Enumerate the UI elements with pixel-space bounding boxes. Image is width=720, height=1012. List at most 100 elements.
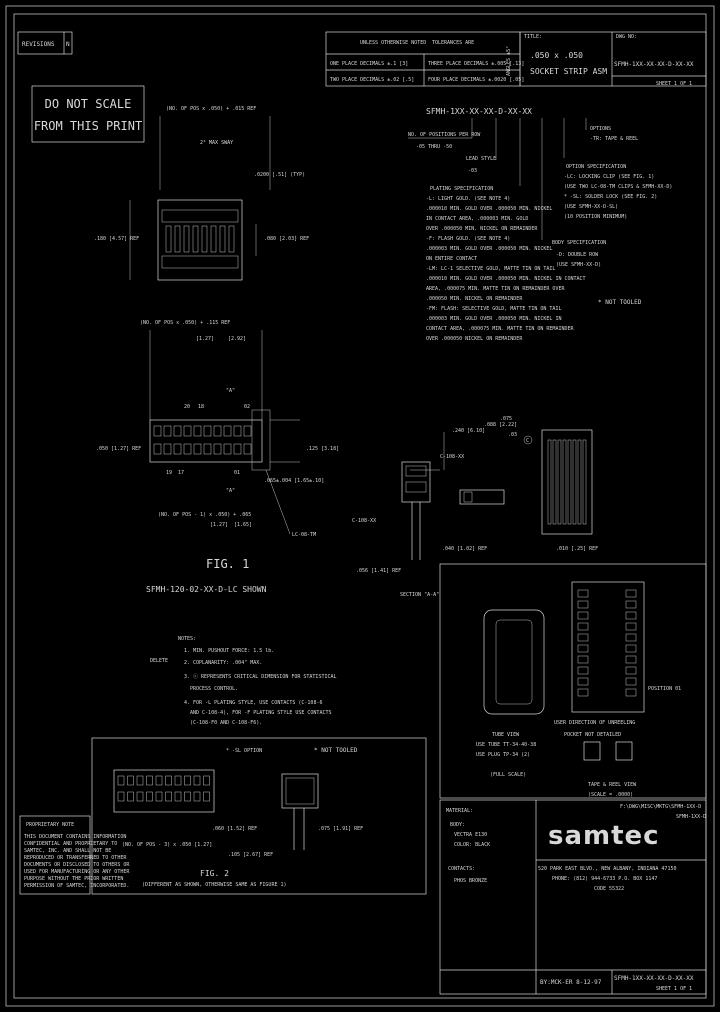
top-view-dim-typ: .0200 [.51] (TYP) — [254, 172, 305, 178]
contact-cell — [153, 425, 162, 437]
front-view-lc: LC-08-TM — [292, 532, 316, 538]
proprietary-line: CONFIDENTIAL AND PROPRIETARY TO — [24, 841, 117, 847]
contact-cell — [223, 443, 232, 455]
contact-cell — [163, 425, 172, 437]
tape-label: TAPE & REEL VIEW — [588, 782, 637, 788]
section-contact1: C-108-XX — [440, 454, 464, 460]
front-pin-02: 02 — [244, 404, 250, 410]
option-spec-line: -LC: LOCKING CLIP (SEE FIG. 1) — [564, 174, 654, 180]
top-view: (NO. OF POS x .050) + .015 REF 2° MAX SW… — [94, 106, 309, 281]
plating-lines: -L: LIGHT GOLD. (SEE NOTE 4).000010 MIN.… — [426, 196, 586, 342]
front-view-dim-125: .125 [3.18] — [306, 446, 339, 452]
section-dim-03: .03 — [508, 432, 517, 438]
tape-pocket — [625, 633, 637, 642]
revisions-block: REVISIONS N — [17, 31, 73, 55]
plating-line: .000003 MIN. GOLD OVER .000050 MIN. NICK… — [426, 246, 552, 252]
side-slot — [562, 439, 567, 525]
top-view-dim-top: (NO. OF POS x .050) + .015 REF — [166, 106, 256, 112]
note-3b: PROCESS CONTROL. — [190, 686, 238, 692]
angles-text: ANGLES ±5° — [506, 46, 512, 76]
fig2-contact — [193, 791, 201, 802]
contact-slot — [192, 225, 199, 253]
fig2-contact — [127, 775, 134, 786]
fig2-dim-060: .060 [1.52] REF — [212, 826, 257, 832]
plating-line: OVER .000050 MIN. NICKEL ON REMAINDER — [426, 226, 538, 232]
section-view: .240 [6.10] .088 [2.22] .075 .03 C C-108… — [352, 416, 598, 598]
side-slot — [547, 439, 552, 525]
top-view-dim-right: .080 [2.03] REF — [264, 236, 309, 242]
tape-pocket — [577, 655, 589, 664]
fig2-not-tooled: * NOT TOOLED — [314, 747, 358, 754]
tolerance-header-left: UNLESS OTHERWISE NOTED — [360, 40, 426, 46]
option-spec-line: * -SL: SOLDER LOCK (SEE FIG. 2) — [564, 194, 657, 200]
material-block: MATERIAL: BODY: VECTRA E130 COLOR: BLACK… — [439, 799, 707, 995]
proprietary-title: PROPRIETARY NOTE — [26, 822, 74, 828]
fig2-contact — [117, 791, 125, 802]
note-4a: 4. FOR -L PLATING STYLE, USE CONTACTS (C… — [184, 700, 322, 706]
contact-cell — [193, 443, 202, 455]
revisions-letter: N — [66, 41, 70, 48]
plating-line: CONTACT AREA, .000075 MIN. MATTE TIN ON … — [426, 326, 574, 332]
fig2-contact — [174, 775, 182, 786]
fig2-contact — [136, 775, 144, 786]
tape-pocket — [577, 688, 589, 697]
contact-slot — [210, 225, 217, 253]
material-contacts: CONTACTS: — [448, 866, 475, 872]
tape-pocket — [625, 677, 637, 686]
tube-full-scale: (FULL SCALE) — [490, 772, 526, 778]
proprietary-lines: THIS DOCUMENT CONTAINS INFORMATIONCONFID… — [24, 834, 130, 889]
tube-direction-b: POCKET NOT DETAILED — [564, 732, 621, 738]
proprietary-line: THIS DOCUMENT CONTAINS INFORMATION — [24, 834, 126, 840]
fig2-contact — [184, 791, 191, 802]
note-1: 1. MIN. PUSHOUT FORCE: 1.5 lb. — [184, 648, 274, 654]
plating-line: .000010 MIN. GOLD OVER .000050 MIN. NICK… — [426, 206, 552, 212]
plating-line: ON ENTIRE CONTACT — [426, 256, 477, 262]
company-dwg-no: SFMH-1XX-XX-XX-D-XX-XX — [614, 975, 694, 982]
fig2-contact — [146, 775, 153, 786]
contact-cell — [173, 443, 182, 455]
tolerance-block: UNLESS OTHERWISE NOTED TOLERANCES ARE ON… — [325, 31, 524, 87]
plating-line: .000050 MIN. NICKEL ON REMAINDER — [426, 296, 523, 302]
front-view-dim-bottom-165: [1.65] — [234, 522, 252, 528]
do-not-scale-line2: FROM THIS PRINT — [34, 119, 142, 133]
contact-cell — [233, 443, 242, 455]
fig2-contact — [117, 775, 125, 786]
positions-label: NO. OF POSITIONS PER ROW — [408, 132, 481, 138]
tolerance-four-place: FOUR PLACE DECIMALS ±.0020 [.05] — [428, 77, 524, 83]
tape-slots — [577, 589, 637, 697]
contact-cell — [233, 425, 242, 437]
tolerance-one-place: ONE PLACE DECIMALS ±.1 [3] — [330, 61, 408, 67]
section-dim-088: .088 [2.22] — [484, 422, 517, 428]
tolerance-header-right: TOLERANCES ARE — [432, 40, 474, 46]
fig1-caption: FIG. 1 SFMH-120-02-XX-D-LC SHOWN — [146, 557, 267, 594]
contact-slot — [165, 225, 172, 253]
plating-line: -LM: LC-1 SELECTIVE GOLD, MATTE TIN ON T… — [426, 266, 555, 272]
not-tooled-top: * NOT TOOLED — [598, 299, 642, 306]
dwg-number-top: SFMH-1XX-XX-XX-D-XX-XX — [614, 61, 694, 68]
contact-cell — [153, 443, 162, 455]
proprietary-line: SAMTEC, INC. AND SHALL NOT BE — [24, 848, 111, 854]
fig2-contact — [193, 775, 201, 786]
title-line2: SOCKET STRIP ASM — [530, 67, 607, 76]
tape-pocket — [625, 600, 637, 609]
front-pin-20: 20 — [184, 404, 190, 410]
note-4b: AND C-108-4), FOR -F PLATING STYLE USE C… — [190, 710, 331, 716]
part-number-code: SFMH-1XX-XX-XX-D-XX-XX — [426, 107, 532, 116]
proprietary-line: USED FOR MANUFACTURING OR ANY OTHER — [24, 869, 130, 875]
tape-pocket — [577, 589, 589, 598]
tube-position-01: POSITION 01 — [648, 686, 681, 692]
tape-pocket — [625, 688, 637, 697]
side-slot — [572, 439, 577, 525]
side-slot — [577, 439, 582, 525]
plating-line: .000003 MIN. GOLD OVER .000050 MIN. NICK… — [426, 316, 561, 322]
contact-cell — [223, 425, 232, 437]
tolerance-two-place: TWO PLACE DECIMALS ±.02 [.5] — [330, 77, 414, 83]
tube-line1: USE TUBE TT-34-40-38 — [476, 742, 536, 748]
contact-cell — [203, 425, 212, 437]
contact-cell — [163, 443, 172, 455]
material-body: BODY: — [450, 822, 465, 828]
contact-cell — [173, 425, 182, 437]
plating-line: .000010 MIN. GOLD OVER .000050 MIN. NICK… — [426, 276, 586, 282]
plating-line: -F: FLASH GOLD. (SEE NOTE 4) — [426, 236, 510, 242]
